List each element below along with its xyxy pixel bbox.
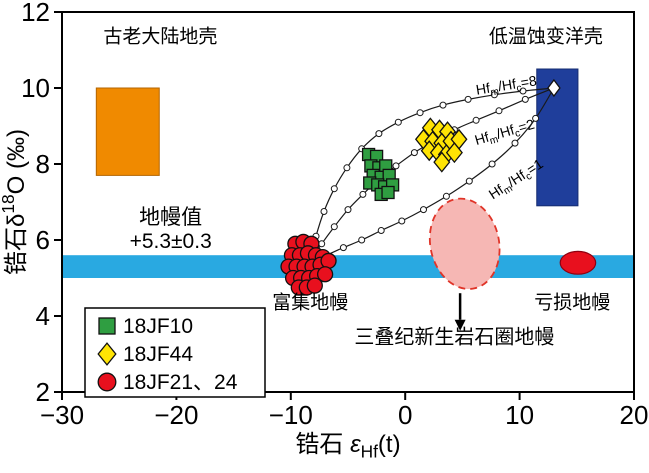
x-tick-label: 0 xyxy=(398,400,412,430)
mixing-curve-hfm-hfc-2-marker xyxy=(410,149,418,157)
mixing-curve-hfm-hfc-8-marker xyxy=(519,87,527,95)
data-point-18jf10 xyxy=(381,185,395,200)
mixing-curve-hfm-hfc-1-marker xyxy=(442,192,450,200)
y-tick-label: 8 xyxy=(36,149,50,179)
mixing-curve-hfm-hfc-8-marker xyxy=(464,95,472,103)
mantle-value-band xyxy=(62,255,634,278)
plot-frame xyxy=(61,11,635,393)
mixing-curve-hfm-hfc-1-marker xyxy=(377,227,385,234)
mixing-curve-hfm-hfc-8-marker xyxy=(490,91,498,99)
mixing-curve-hfm-hfc-1-marker xyxy=(511,139,519,147)
mixing-curve-hfm-hfc-1-marker xyxy=(532,114,540,122)
x-tick-label: −10 xyxy=(269,400,313,430)
mixing-curve-hfm-hfc-1-marker xyxy=(398,217,406,225)
mixing-curve-hfm-hfc-2-marker xyxy=(392,162,400,170)
label-ancient-continental-crust: 古老大陆地壳 xyxy=(103,25,217,47)
mixing-curve-hfm-hfc-1-marker xyxy=(465,177,473,185)
mixing-curve-hfm-hfc-8-marker xyxy=(394,118,402,126)
triassic-mantle-arrow-head xyxy=(454,319,466,331)
mixing-curve-hfm-hfc-1-marker xyxy=(420,206,427,214)
mixing-curve-hfm-hfc-8-label: Hfm/Hfc=8 xyxy=(475,72,539,100)
mixing-curve-hfm-hfc-2-marker xyxy=(359,190,367,198)
legend-label: 18JF44 xyxy=(123,343,193,366)
y-axis-title: 锆石δ18O (‰) xyxy=(0,129,30,275)
data-point-18jf21-24 xyxy=(306,277,323,294)
x-axis-title: 锆石 εHf(t) xyxy=(295,431,400,461)
mixing-curve-hfm-hfc-2-marker xyxy=(495,107,503,115)
mixing-curve-hfm-hfc-2-marker xyxy=(330,223,338,231)
mixing-curve-hfm-hfc-2-label: Hfm/Hfc=2 xyxy=(473,116,537,151)
x-tick-label: 20 xyxy=(620,400,649,430)
mixing-curve-hfm-hfc-8-marker xyxy=(320,208,328,215)
mixing-curve-hfm-hfc-2-marker xyxy=(521,95,529,103)
depleted-mantle-ellipse xyxy=(559,250,597,275)
label-mantle-value: 地幔值+5.3±0.3 xyxy=(130,206,212,253)
mixing-curve-hfm-hfc-8-marker xyxy=(439,101,447,109)
x-tick-label: −30 xyxy=(40,400,84,430)
x-tick-label: 10 xyxy=(505,400,534,430)
mixing-curve-hfm-hfc-1-marker xyxy=(358,236,366,244)
y-tick-label: 4 xyxy=(36,301,50,331)
y-tick-label: 10 xyxy=(21,73,50,103)
x-tick-label: −20 xyxy=(154,400,198,430)
mixing-curve-hfm-hfc-2-marker xyxy=(472,116,480,124)
ancient-continental-crust-box xyxy=(95,87,160,176)
legend-marker-circle xyxy=(97,372,117,392)
mixing-curve-hfm-hfc-1-marker xyxy=(339,244,347,252)
mixing-curve-hfm-hfc-2-marker xyxy=(344,206,352,214)
legend-marker-diamond xyxy=(97,342,117,366)
legend-label: 18JF10 xyxy=(123,315,193,338)
mixing-curve-hfm-hfc-8-marker xyxy=(375,130,383,138)
data-point-18jf21-24 xyxy=(316,266,334,283)
y-tick-label: 2 xyxy=(36,377,50,407)
label-triassic-juvenile-lithospheric-mantle: 三叠纪新生岩石圈地幔 xyxy=(354,325,554,348)
y-tick-label: 12 xyxy=(21,0,50,27)
label-enriched-mantle: 富集地幔 xyxy=(272,291,348,313)
label-depleted-mantle: 亏损地幔 xyxy=(534,291,610,313)
mixing-curve-hfm-hfc-8-marker xyxy=(343,164,351,172)
legend-label: 18JF21、24 xyxy=(123,371,238,394)
curve-endpoint-diamond xyxy=(547,78,561,98)
y-tick-label: 6 xyxy=(36,225,50,255)
data-point-18jf21-24 xyxy=(320,252,337,270)
legend-marker-square xyxy=(98,317,116,335)
data-point-18jf44 xyxy=(445,142,463,164)
mixing-curve-hfm-hfc-8-marker xyxy=(330,185,338,193)
triassic-juvenile-mantle-field xyxy=(428,197,501,290)
label-altered-oceanic-crust: 低温蚀变洋壳 xyxy=(489,25,603,47)
mixing-curve-hfm-hfc-2-marker xyxy=(318,240,326,248)
data-point-18jf44 xyxy=(433,151,451,173)
mixing-curve-hfm-hfc-1-marker xyxy=(488,160,496,168)
mixing-curve-hfm-hfc-8-marker xyxy=(416,109,424,117)
